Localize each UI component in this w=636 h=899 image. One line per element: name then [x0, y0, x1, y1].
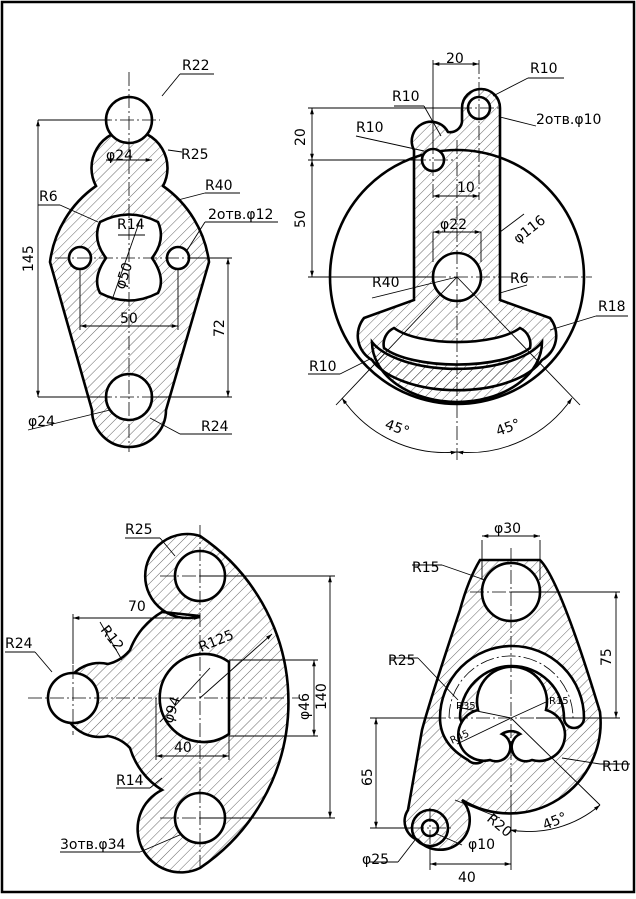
fig1-r24: R24 — [201, 419, 229, 435]
fig1-r14: R14 — [117, 217, 145, 233]
figure-3-part: R25 70 R12 R24 R125 φ94 φ46 140 40 R14 3… — [5, 522, 335, 874]
figure-1-part: R22 φ24 R25 R40 R6 R14 2отв.φ12 145 φ50 … — [21, 58, 278, 452]
fig2-r10-top: R10 — [530, 61, 558, 77]
fig2-dim20-side: 20 — [293, 128, 309, 146]
fig4-inner-slot — [457, 665, 567, 763]
fig4-r25: R25 — [388, 653, 416, 669]
fig1-dim72: 72 — [212, 319, 228, 337]
fig1-r6: R6 — [39, 189, 58, 205]
fig3-dim140: 140 — [314, 683, 330, 710]
fig2-r40: R40 — [372, 275, 400, 291]
fig2-holes-note: 2отв.φ10 — [536, 112, 601, 128]
figure-2-part: 20 R10 R10 2отв.φ10 R10 20 10 φ22 φ116 5… — [293, 51, 628, 460]
fig2-r6: R6 — [510, 271, 529, 287]
fig2-dim10: 10 — [457, 180, 475, 196]
figure-4-part: φ30 R15 75 R25 R35 R15 R45 R10 65 R20 45… — [360, 521, 630, 886]
fig2-dim20-top: 20 — [446, 51, 464, 67]
fig4-angle: 45° — [541, 810, 570, 834]
fig3-holes-note: 3отв.φ34 — [60, 837, 125, 853]
fig3-d46: φ46 — [297, 693, 313, 720]
fig3-d94: φ94 — [161, 694, 185, 725]
fig2-angle-left: 45° — [383, 417, 412, 441]
fig1-r40: R40 — [205, 178, 233, 194]
fig4-r15-top: R15 — [412, 560, 440, 576]
fig4-dim65: 65 — [360, 768, 376, 786]
fig3-r25: R25 — [125, 522, 153, 538]
fig3-r24: R24 — [5, 636, 33, 652]
fig4-dim75: 75 — [599, 648, 615, 666]
fig3-dim70: 70 — [128, 599, 146, 615]
fig2-d116: φ116 — [511, 212, 549, 247]
fig1-dim145: 145 — [21, 245, 37, 272]
fig3-r14: R14 — [116, 773, 144, 789]
fig2-r10-bottom: R10 — [309, 359, 337, 375]
fig4-dim40: 40 — [458, 870, 476, 886]
fig4-r10: R10 — [602, 759, 630, 775]
fig2-r10-left: R10 — [356, 120, 384, 136]
fig4-r15-inner: R15 — [549, 696, 569, 707]
fig1-d24-bottom: φ24 — [28, 414, 55, 430]
fig3-dim40: 40 — [174, 740, 192, 756]
fig2-r18: R18 — [598, 299, 626, 315]
fig2-angle-right: 45° — [494, 416, 523, 440]
fig1-holes-note: 2отв.φ12 — [208, 207, 273, 223]
fig3-r12: R12 — [97, 623, 127, 655]
fig2-dim50: 50 — [293, 210, 309, 228]
fig4-d10: φ10 — [468, 837, 495, 853]
fig1-r22: R22 — [182, 58, 210, 74]
fig2-r10-left-top: R10 — [392, 89, 420, 105]
fig4-r35: R35 — [456, 701, 476, 712]
fig1-d24-top: φ24 — [106, 148, 133, 164]
fig4-d25: φ25 — [362, 852, 389, 868]
fig2-d22: φ22 — [440, 217, 467, 233]
fig1-r25: R25 — [181, 147, 209, 163]
fig1-dim50: 50 — [120, 311, 138, 327]
fig1-d50: φ50 — [113, 261, 137, 292]
fig4-d30: φ30 — [494, 521, 521, 537]
